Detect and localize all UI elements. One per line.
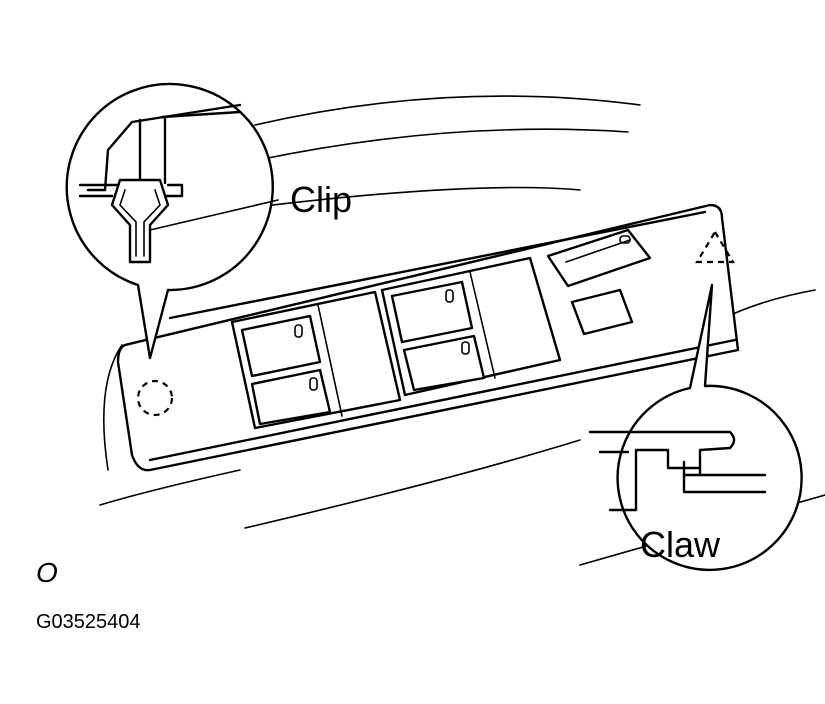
window-switch-front-right — [390, 280, 474, 344]
switch-indicator-icon — [445, 289, 454, 303]
window-switch-rear-left — [250, 368, 332, 426]
window-lock-switch — [546, 228, 652, 288]
window-switch-rear-right — [402, 334, 486, 392]
marker-label: O — [36, 557, 58, 588]
switch-indicator-icon — [294, 324, 303, 338]
switch-indicator-icon — [461, 341, 470, 355]
door-lock-switch — [570, 288, 634, 336]
claw-label: Claw — [640, 524, 721, 565]
clip-location-marker — [136, 379, 174, 417]
claw-location-marker — [695, 229, 735, 264]
clip-detail-balloon — [65, 82, 279, 360]
window-switch-front-left — [240, 314, 322, 378]
claw-detail-balloon — [588, 283, 803, 572]
clip-label: Clip — [290, 179, 352, 220]
figure-code: G03525404 — [36, 611, 141, 633]
switch-indicator-icon — [309, 377, 318, 391]
